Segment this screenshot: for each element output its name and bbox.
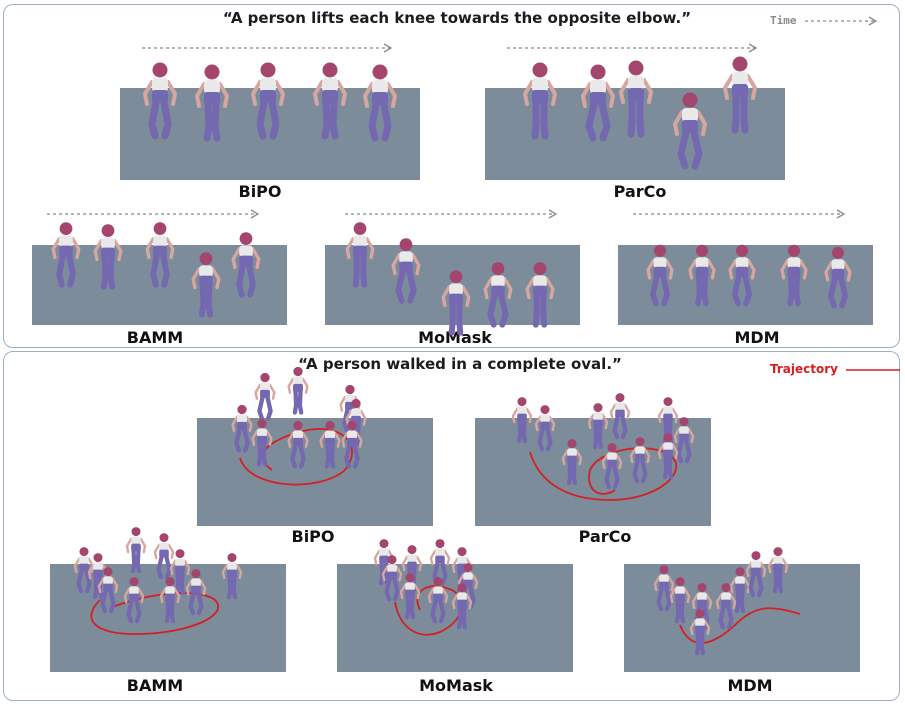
scene-bottom-bamm bbox=[50, 564, 286, 672]
label-top-mdm: MDM bbox=[734, 328, 780, 347]
label-bottom-bamm: BAMM bbox=[126, 676, 184, 695]
scene-bottom-bipo bbox=[197, 418, 433, 526]
time-arrow-bamm-icon bbox=[47, 209, 260, 219]
label-top-parco: ParCo bbox=[613, 182, 667, 201]
time-arrow-parco-icon bbox=[507, 43, 758, 53]
label-bottom-momask: MoMask bbox=[419, 676, 493, 695]
label-bottom-mdm: MDM bbox=[727, 676, 773, 695]
scene-top-mdm bbox=[618, 245, 873, 325]
trajectory-legend: Trajectory bbox=[770, 362, 902, 376]
time-arrow-bipo-icon bbox=[142, 43, 393, 53]
time-legend-label: Time bbox=[770, 14, 797, 27]
time-arrow-icon bbox=[805, 16, 878, 26]
time-legend: Time bbox=[770, 14, 883, 27]
bottom-caption: “A person walked in a complete oval.” bbox=[298, 355, 622, 373]
scene-top-momask bbox=[325, 245, 580, 325]
time-arrow-momask-icon bbox=[345, 209, 558, 219]
scene-top-parco bbox=[485, 88, 785, 180]
label-top-bamm: BAMM bbox=[126, 328, 184, 347]
time-arrow-mdm-icon bbox=[633, 209, 846, 219]
label-top-momask: MoMask bbox=[418, 328, 492, 347]
scene-top-bamm bbox=[32, 245, 287, 325]
trajectory-legend-label: Trajectory bbox=[770, 362, 838, 376]
scene-bottom-momask bbox=[337, 564, 573, 672]
label-bottom-bipo: BiPO bbox=[291, 527, 335, 546]
trajectory-line-icon bbox=[846, 368, 901, 371]
top-caption: “A person lifts each knee towards the op… bbox=[222, 9, 692, 27]
label-top-bipo: BiPO bbox=[238, 182, 282, 201]
scene-top-bipo bbox=[120, 88, 420, 180]
scene-bottom-parco bbox=[475, 418, 711, 526]
scene-bottom-mdm bbox=[624, 564, 860, 672]
label-bottom-parco: ParCo bbox=[578, 527, 632, 546]
